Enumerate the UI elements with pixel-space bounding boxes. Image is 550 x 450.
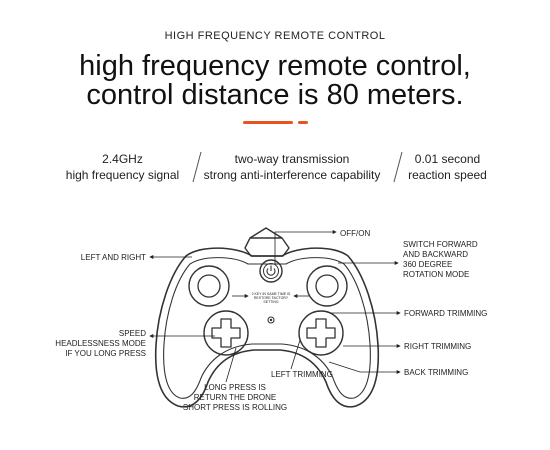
spec-frequency-label: high frequency signal <box>65 168 180 182</box>
label-restore-line-3: SETTING <box>263 300 279 304</box>
label-restore-factory: 2 KEY IN SAME TIME IS RESTORE FACTORY SE… <box>251 292 291 304</box>
headline-line-1: high frequency remote control, <box>79 50 471 82</box>
left-dpad[interactable] <box>203 310 249 356</box>
label-speed-line-2: HEADLESSNESS MODE <box>55 339 146 348</box>
label-off-on: OFF/ON <box>340 229 371 238</box>
label-press-line-2: RETURN THE DRONE <box>193 393 277 402</box>
spec-divider-2 <box>393 151 403 183</box>
callout-off-on <box>274 230 337 264</box>
label-speed-line-3: IF YOU LONG PRESS <box>65 349 146 358</box>
callout-long-press <box>225 347 237 383</box>
label-right-trimming: RIGHT TRIMMING <box>404 342 472 351</box>
label-long-press: LONG PRESS IS RETURN THE DRONE SHORT PRE… <box>180 383 290 413</box>
spec-frequency-value: 2.4GHz <box>102 152 143 166</box>
spec-frequency: 2.4GHz high frequency signal <box>55 151 190 183</box>
label-switch-line-1: SWITCH FORWARD <box>403 240 478 249</box>
label-speed-headless: SPEED HEADLESSNESS MODE IF YOU LONG PRES… <box>40 329 146 359</box>
label-speed-line-1: SPEED <box>118 329 146 338</box>
callout-left-trimming <box>290 339 301 370</box>
spec-transmission-value: two-way transmission <box>234 152 350 166</box>
accent-bar-short <box>298 121 308 124</box>
label-left-and-right: LEFT AND RIGHT <box>80 253 146 262</box>
power-button[interactable] <box>259 259 283 283</box>
label-switch-line-4: ROTATION MODE <box>403 270 470 279</box>
spec-reaction-label: reaction speed <box>408 168 487 182</box>
controller-outline <box>154 247 380 408</box>
label-press-line-3: SHORT PRESS IS ROLLING <box>182 403 288 412</box>
spec-transmission-label: strong anti-interference capability <box>203 168 381 182</box>
power-icon <box>266 265 276 276</box>
label-switch-line-3: 360 DEGREE <box>403 260 453 269</box>
label-left-trimming: LEFT TRIMMING <box>271 370 333 379</box>
controller-inner-outline <box>163 257 371 399</box>
label-restore-line-2: RESTORE FACTORY <box>253 296 289 300</box>
spec-divider-1 <box>192 151 202 183</box>
left-joystick[interactable] <box>188 265 230 307</box>
section-eyebrow: HIGH FREQUENCY REMOTE CONTROL <box>164 30 386 42</box>
label-press-line-1: LONG PRESS IS <box>204 383 266 392</box>
callout-back-trimming <box>328 361 401 374</box>
right-joystick[interactable] <box>306 265 348 307</box>
spec-reaction-value: 0.01 second <box>414 152 481 166</box>
headline: high frequency remote control, control d… <box>0 52 550 110</box>
spec-reaction: 0.01 second reaction speed <box>400 151 495 183</box>
label-forward-trimming: FORWARD TRIMMING <box>404 309 488 318</box>
right-dpad[interactable] <box>298 310 344 356</box>
spec-transmission: two-way transmission strong anti-interfe… <box>197 151 387 183</box>
label-back-trimming: BACK TRIMMING <box>404 368 469 377</box>
small-button[interactable] <box>267 316 275 324</box>
label-switch-line-2: AND BACKWARD <box>403 250 469 259</box>
label-switch-mode: SWITCH FORWARD AND BACKWARD 360 DEGREE R… <box>403 240 478 280</box>
label-restore-line-1: 2 KEY IN SAME TIME IS <box>251 292 291 296</box>
headline-line-2: control distance is 80 meters. <box>86 79 464 111</box>
accent-bar-long <box>243 121 293 124</box>
